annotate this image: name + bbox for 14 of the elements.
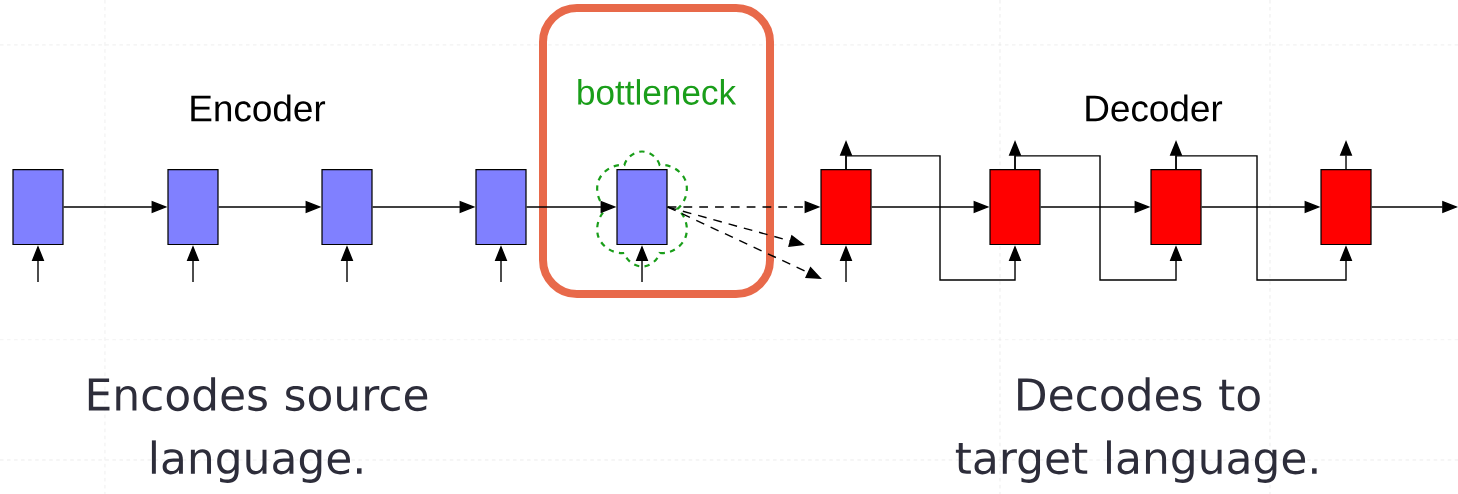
encoder-cell [321,168,373,246]
encoder-cell [167,168,219,246]
encoder-cell [12,168,64,246]
section-heading: Decoder [1086,94,1223,122]
bottleneck-frame: bottleneck [539,4,774,298]
caption-text: Decodes to target language. [955,377,1317,483]
encoder-cell [616,168,668,246]
caption-text: Encodes source language. [88,377,428,483]
decoder-cell [1150,168,1202,246]
encoder-cell [475,168,527,246]
decoder-cell [820,168,872,246]
decoder-cell [1320,168,1372,246]
section-heading: Encoder [191,94,326,122]
decoder-cell [989,168,1041,246]
